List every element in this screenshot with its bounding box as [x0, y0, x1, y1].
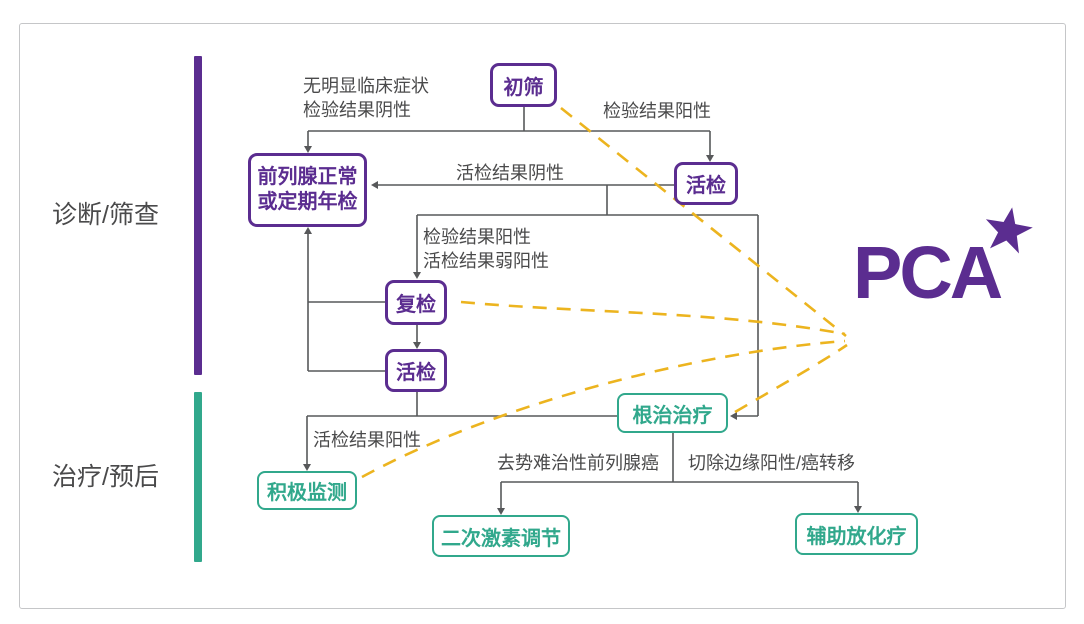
- edge-label-recheck-condition: 检验结果阳性 活检结果弱阳性: [423, 227, 549, 271]
- node-recheck: 复检: [385, 280, 447, 325]
- node-label: 活检: [396, 362, 436, 384]
- edge-label-castration-resistant: 去势难治性前列腺癌: [497, 453, 659, 473]
- edge-label-margin-positive: 切除边缘阳性/癌转移: [688, 453, 856, 473]
- edge-label-biopsy-negative: 活检结果阴性: [456, 163, 564, 183]
- node-label: 复检: [396, 294, 436, 316]
- dashed-link-initial-screening: [560, 106, 847, 338]
- pca-dashed-links: [361, 106, 848, 479]
- node-label-line2: 或定期年检: [257, 191, 358, 213]
- node-biopsy-second: 活检: [385, 349, 447, 392]
- node-label: 辅助放化疗: [806, 525, 907, 548]
- node-initial-screening: 初筛: [490, 63, 557, 107]
- node-label: 根治治疗: [632, 404, 713, 427]
- dashed-link-active-monitoring: [361, 339, 846, 479]
- node-label: 积极监测: [267, 482, 347, 504]
- section-label-diagnosis: 诊断/筛查: [52, 201, 159, 229]
- node-label: 二次激素调节: [441, 527, 561, 550]
- node-active-monitoring: 积极监测: [257, 471, 357, 510]
- treatment-stage-bar: [194, 392, 202, 562]
- edge-label-test-positive: 检验结果阳性: [603, 101, 711, 121]
- node-hormone-regulation: 二次激素调节: [432, 515, 570, 557]
- edge-label-biopsy-positive: 活检结果阳性: [313, 430, 421, 450]
- edge-label-no-symptoms: 无明显临床症状 检验结果阴性: [303, 76, 429, 120]
- diagram-frame: [19, 23, 1066, 609]
- node-label: 初筛: [503, 76, 544, 99]
- node-label: 活检: [686, 175, 726, 197]
- dashed-link-radical-treatment: [734, 343, 848, 414]
- star-icon: [985, 207, 1033, 254]
- node-biopsy-top: 活检: [674, 162, 738, 205]
- node-radical-treatment: 根治治疗: [617, 393, 728, 433]
- section-label-treatment: 治疗/预后: [52, 463, 159, 491]
- dashed-link-recheck: [460, 300, 846, 336]
- flow-connectors: [303, 107, 862, 515]
- node-adjuvant-therapy: 辅助放化疗: [795, 513, 918, 555]
- pca-logo: PCA: [853, 231, 1003, 314]
- node-prostate-normal: 前列腺正常 或定期年检: [248, 153, 367, 227]
- diagnosis-stage-bar: [194, 56, 202, 375]
- node-label-line1: 前列腺正常: [257, 166, 358, 188]
